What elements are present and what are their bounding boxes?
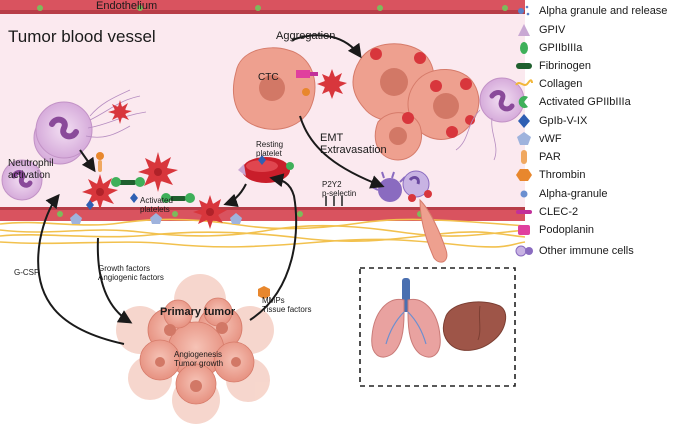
gpiibiiia-icon <box>520 42 528 54</box>
legend-label: CLEC-2 <box>539 206 579 218</box>
ctc-platelet <box>317 69 347 99</box>
alpha-granule-icon <box>520 190 528 198</box>
growth-factor-arrow <box>96 237 133 324</box>
par-icon <box>521 150 527 164</box>
ctc-label: CTC <box>258 72 279 83</box>
p2y2-markers <box>325 196 343 206</box>
mmps-arrow <box>249 173 298 321</box>
legend-label: Podoplanin <box>539 224 595 236</box>
vwf-molecules <box>70 213 242 224</box>
legend-label: Other immune cells <box>539 245 634 257</box>
liver <box>442 301 507 351</box>
vwf-icon <box>517 132 531 145</box>
tumor-aggregate <box>352 43 480 161</box>
primary-tumor-label: Primary tumor <box>160 306 236 318</box>
thrombin-icon <box>516 169 532 181</box>
legend-item-podoplanin: Podoplanin <box>515 221 594 239</box>
legend-label: PAR <box>539 151 561 163</box>
mmps-line2: Tissue factors <box>262 305 312 314</box>
gpib-v-ix-icon <box>518 114 530 128</box>
process-arrows <box>37 34 385 345</box>
activated-platelets-cluster <box>82 100 227 229</box>
top-endothelium <box>0 0 525 14</box>
growth-factors-line2: Angiogenic factors <box>98 273 164 282</box>
neutrophil-left <box>1 159 43 201</box>
podoplanin-icon <box>518 225 530 235</box>
neutrophil-arrow <box>79 149 96 173</box>
activated-gpiibiiia-icon <box>518 96 528 108</box>
legend-item-vwf: vWF <box>515 130 562 148</box>
legend-item-thrombin: Thrombin <box>515 166 585 184</box>
lungs <box>371 278 441 358</box>
resting-to-activated-arrow <box>223 183 247 208</box>
gcsf-label: G-CSF <box>14 268 39 277</box>
legend-label: GPIIbIIIa <box>539 42 583 54</box>
fibrinogen-bridge <box>111 177 195 203</box>
activated-platelets-line1: Activated <box>140 196 173 205</box>
page-title: Tumor blood vessel <box>8 27 156 46</box>
mmps-line1: MMPs <box>262 296 285 305</box>
activated-platelet <box>193 195 227 229</box>
legend-item-immune-cells: Other immune cells <box>515 242 634 260</box>
activated-platelet <box>108 100 132 124</box>
endothelium-label: Endothelium <box>96 0 158 12</box>
legend-item-collagen: Collagen <box>515 75 582 93</box>
primary-tumor-mass <box>116 274 274 424</box>
legend-item-alpha-granule-release: Alpha granule and release <box>515 2 667 20</box>
extravasation-arrow <box>299 115 385 189</box>
par-thrombin <box>96 152 270 299</box>
resting-platelet-line1: Resting <box>256 140 284 149</box>
legend-label: Alpha-granule <box>539 188 608 200</box>
legend-item-alpha-granule: Alpha-granule <box>515 185 608 203</box>
activated-platelets-line2: platelets <box>140 205 170 214</box>
aggregation-label: Aggregation <box>276 30 336 42</box>
legend-item-gpib-v-ix: GpIb-V-IX <box>515 112 587 130</box>
legend-label: Fibrinogen <box>539 60 591 72</box>
pselectin-label: p-selectin <box>322 189 357 198</box>
legend-label: Collagen <box>539 78 583 90</box>
legend-label: Thrombin <box>539 169 586 181</box>
activated-platelet <box>82 174 118 210</box>
resting-platelet-line2: platelet <box>256 149 282 158</box>
p2y2-label: P2Y2 <box>322 180 342 189</box>
clec2-icon <box>516 210 532 214</box>
gcsf-arrow <box>37 193 125 345</box>
aggregation-arrow <box>291 34 362 59</box>
ctc-cell <box>233 47 318 130</box>
neutrophil-activation-line1: Neutrophil <box>8 158 54 169</box>
metastasis-box <box>359 267 516 387</box>
legend-item-clec2: CLEC-2 <box>515 203 578 221</box>
alpha-granule-release-icon <box>518 5 530 16</box>
angiogenesis-line1: Angiogenesis <box>174 350 223 359</box>
legend-label: Activated GPIIbIIIa <box>539 96 631 108</box>
legend-item-gpiibiiia: GPIIbIIIa <box>515 39 582 57</box>
neutrophil-extracellular-trap <box>35 89 147 159</box>
collagen-icon <box>515 79 533 86</box>
fibrinogen-icon <box>516 63 532 69</box>
neutrophil-activation-line2: activation <box>8 170 51 181</box>
extravasation-label: Extravasation <box>320 144 387 156</box>
gpib-molecules <box>86 193 138 210</box>
legend-label: Alpha granule and release <box>539 5 668 17</box>
legend-label: GpIb-V-IX <box>539 115 588 127</box>
legend-label: GPIV <box>539 24 566 36</box>
legend-item-gpiv: GPIV <box>515 21 565 39</box>
legend-item-activated-gpiibiiia: Activated GPIIbIIIa <box>515 93 631 111</box>
activated-platelet <box>138 152 178 192</box>
legend-item-fibrinogen: Fibrinogen <box>515 57 591 75</box>
aggregate-neutrophil <box>455 77 525 161</box>
legend-label: vWF <box>539 133 562 145</box>
immune-cells-icon <box>515 245 533 257</box>
angiogenesis-line2: Tumor growth <box>174 359 224 368</box>
legend-item-par: PAR <box>515 148 561 166</box>
gpiv-icon <box>518 24 530 36</box>
emt-label: EMT <box>320 132 344 144</box>
growth-factors-line1: Growth factors <box>98 264 151 273</box>
